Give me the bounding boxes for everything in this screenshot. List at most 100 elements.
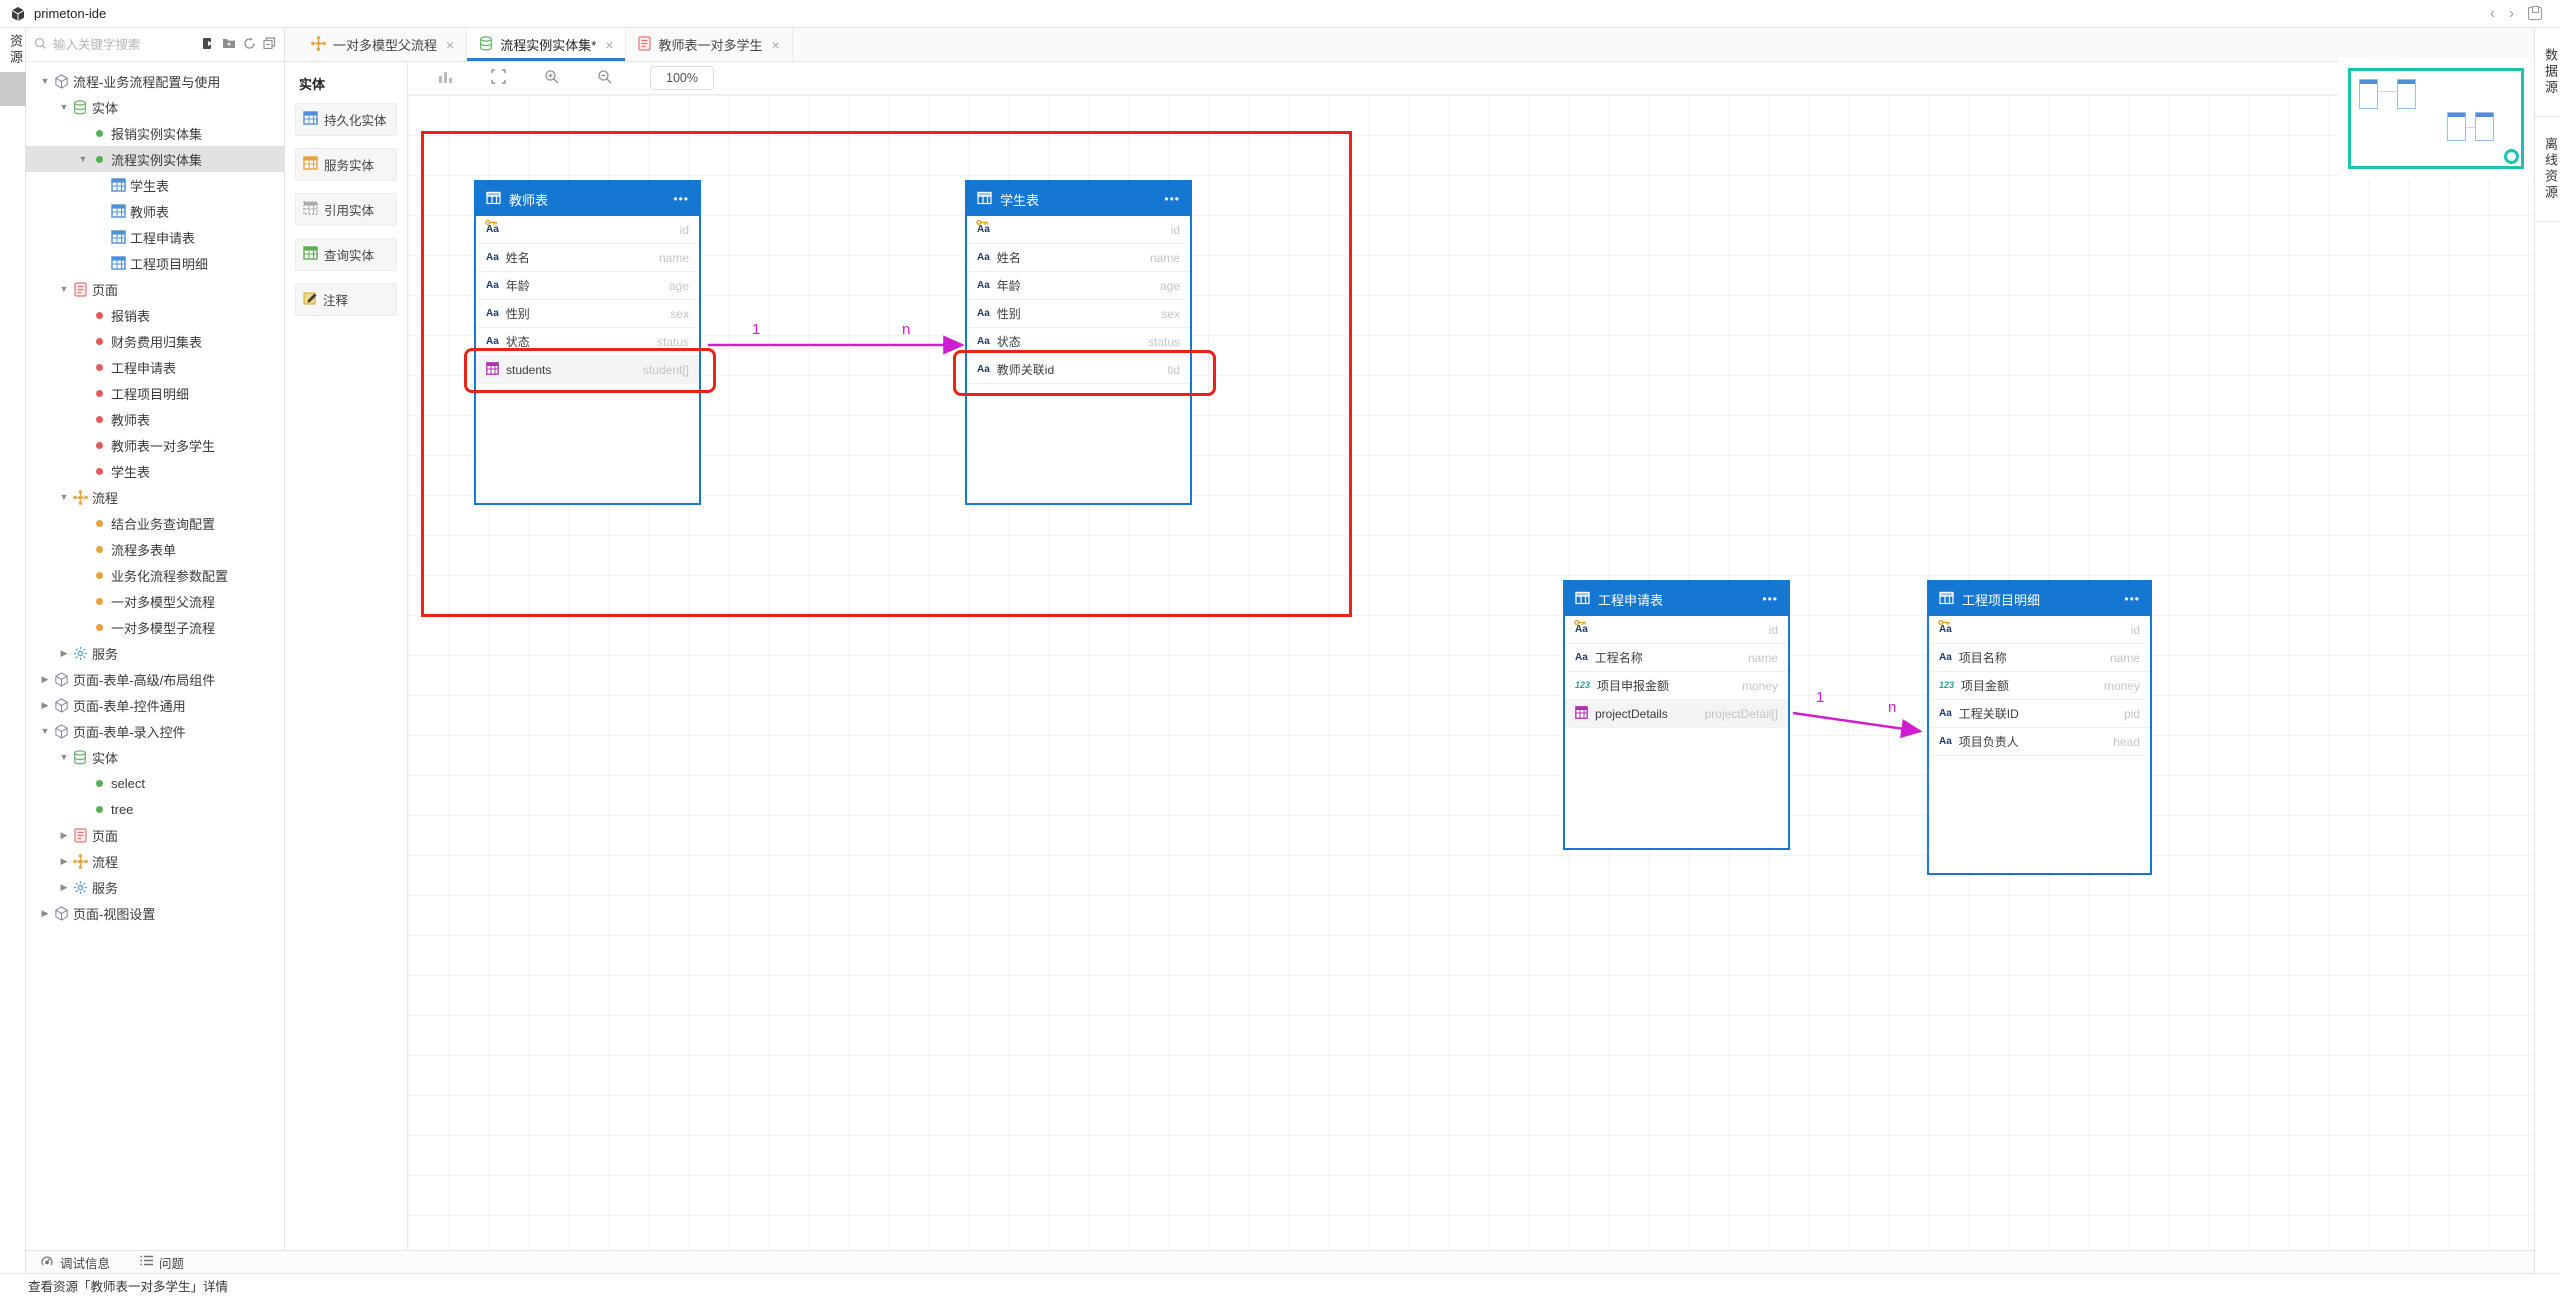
- entity-header[interactable]: 工程申请表•••: [1565, 582, 1788, 616]
- palette-item-持久化实体[interactable]: 持久化实体: [295, 103, 397, 136]
- tree-item-select[interactable]: select: [26, 770, 284, 796]
- entity-menu-icon[interactable]: •••: [1164, 192, 1180, 206]
- expand-closed-icon[interactable]: ▶: [60, 829, 68, 840]
- rail-tab-offline-resources[interactable]: 离线资源: [2535, 117, 2560, 222]
- entity-menu-icon[interactable]: •••: [1762, 592, 1778, 606]
- expand-closed-icon[interactable]: ▶: [41, 673, 49, 684]
- tree-item-工程申请表[interactable]: 工程申请表: [26, 354, 284, 380]
- zoom-level-button[interactable]: 100%: [650, 66, 714, 90]
- rail-tab-resources[interactable]: 资源: [0, 28, 25, 72]
- tree-item-服务[interactable]: ▶服务: [26, 640, 284, 666]
- panel-tab-problems[interactable]: 问题: [140, 1253, 184, 1272]
- tree-item-流程多表单[interactable]: 流程多表单: [26, 536, 284, 562]
- editor-tab-流程实例实体集*[interactable]: 流程实例实体集*×: [467, 28, 627, 61]
- panel-tab-debug[interactable]: 调试信息: [40, 1253, 110, 1272]
- expand-open-icon[interactable]: ▼: [59, 284, 69, 294]
- search-input[interactable]: [53, 37, 196, 52]
- expand-open-icon[interactable]: ▼: [59, 492, 69, 502]
- fit-screen-icon[interactable]: [491, 69, 506, 87]
- entity-header[interactable]: 工程项目明细•••: [1929, 582, 2150, 616]
- tree-item-财务费用归集表[interactable]: 财务费用归集表: [26, 328, 284, 354]
- expand-closed-icon[interactable]: ▶: [41, 699, 49, 710]
- tree-item-一对多模型父流程[interactable]: 一对多模型父流程: [26, 588, 284, 614]
- tab-close-icon[interactable]: ×: [446, 36, 455, 53]
- zoom-out-icon[interactable]: [597, 69, 612, 87]
- palette-item-查询实体[interactable]: 查询实体: [295, 238, 397, 271]
- tree-item-教师表一对多学生[interactable]: 教师表一对多学生: [26, 432, 284, 458]
- tree-item-页面-视图设置[interactable]: ▶页面-视图设置: [26, 900, 284, 926]
- expand-closed-icon[interactable]: ▶: [60, 647, 68, 658]
- collapse-all-icon[interactable]: [263, 36, 276, 53]
- tree-item-页面-表单-录入控件[interactable]: ▼页面-表单-录入控件: [26, 718, 284, 744]
- tree-item-流程实例实体集[interactable]: ▼流程实例实体集: [26, 146, 284, 172]
- expand-open-icon[interactable]: ▼: [78, 154, 88, 164]
- entity-header[interactable]: 学生表•••: [967, 182, 1190, 216]
- tree-item-流程[interactable]: ▼流程: [26, 484, 284, 510]
- palette-item-服务实体[interactable]: 服务实体: [295, 148, 397, 181]
- tree-item-页面[interactable]: ▼页面: [26, 276, 284, 302]
- tree-item-服务[interactable]: ▶服务: [26, 874, 284, 900]
- palette-item-引用实体[interactable]: 引用实体: [295, 193, 397, 226]
- refresh-icon[interactable]: [243, 37, 256, 53]
- minimap[interactable]: [2348, 68, 2524, 169]
- tree-item-页面-表单-高级/布局组件[interactable]: ▶页面-表单-高级/布局组件: [26, 666, 284, 692]
- expand-open-icon[interactable]: ▼: [59, 102, 69, 112]
- tree-item-结合业务查询配置[interactable]: 结合业务查询配置: [26, 510, 284, 536]
- tree-item-tree[interactable]: tree: [26, 796, 284, 822]
- minimap-resize-handle[interactable]: [2504, 149, 2519, 164]
- expand-closed-icon[interactable]: ▶: [41, 907, 49, 918]
- entity-header[interactable]: 教师表•••: [476, 182, 699, 216]
- tree-item-工程项目明细[interactable]: 工程项目明细: [26, 250, 284, 276]
- tree-item-学生表[interactable]: 学生表: [26, 458, 284, 484]
- expand-open-icon[interactable]: ▼: [59, 752, 69, 762]
- save-layout-icon[interactable]: [2528, 6, 2542, 20]
- expand-closed-icon[interactable]: ▶: [60, 881, 68, 892]
- expand-open-icon[interactable]: ▼: [40, 726, 50, 736]
- nav-back-icon[interactable]: ‹: [2490, 5, 2495, 22]
- expand-closed-icon[interactable]: ▶: [60, 855, 68, 866]
- new-folder-icon[interactable]: [222, 37, 236, 52]
- zoom-in-icon[interactable]: [544, 69, 559, 87]
- tree-item-工程项目明细[interactable]: 工程项目明细: [26, 380, 284, 406]
- tab-close-icon[interactable]: ×: [771, 36, 780, 53]
- tree-item-学生表[interactable]: 学生表: [26, 172, 284, 198]
- entity-menu-icon[interactable]: •••: [673, 192, 689, 206]
- link-editor-icon[interactable]: [202, 37, 215, 53]
- tree-item-实体[interactable]: ▼实体: [26, 744, 284, 770]
- tree-item-报销实例实体集[interactable]: 报销实例实体集: [26, 120, 284, 146]
- editor-tab-一对多模型父流程[interactable]: 一对多模型父流程×: [299, 28, 468, 61]
- nav-forward-icon[interactable]: ›: [2509, 5, 2514, 22]
- tree-item-一对多模型子流程[interactable]: 一对多模型子流程: [26, 614, 284, 640]
- rail-tab-datasource[interactable]: 数据源: [2535, 28, 2560, 117]
- tree-item-教师表[interactable]: 教师表: [26, 406, 284, 432]
- tree-item-页面[interactable]: ▶页面: [26, 822, 284, 848]
- outline-icon[interactable]: [438, 70, 453, 87]
- tree-item-业务化流程参数配置[interactable]: 业务化流程参数配置: [26, 562, 284, 588]
- tree-item-页面-表单-控件通用[interactable]: ▶页面-表单-控件通用: [26, 692, 284, 718]
- tree-item-报销表[interactable]: 报销表: [26, 302, 284, 328]
- tab-close-icon[interactable]: ×: [605, 36, 614, 53]
